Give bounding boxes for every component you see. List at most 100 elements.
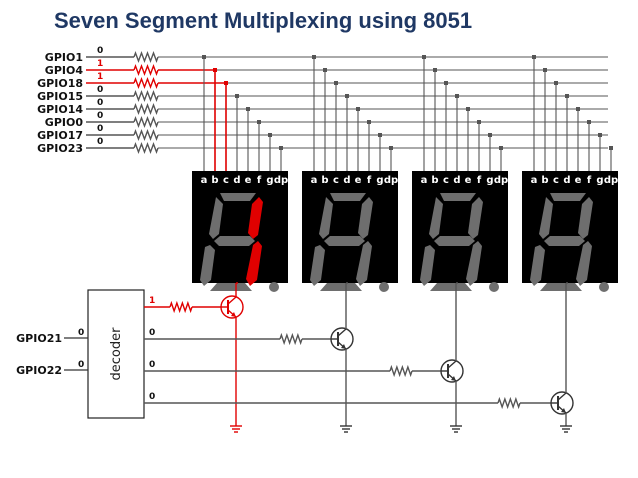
- segment-a: [440, 193, 476, 201]
- segment-pin-label: dp: [494, 175, 508, 186]
- bus-junction: [433, 68, 437, 72]
- segment-pin-label: a: [531, 175, 538, 186]
- driver-transistor: [330, 327, 354, 351]
- bus-junction: [609, 146, 613, 150]
- bus-junction: [576, 107, 580, 111]
- segment-f: [319, 197, 333, 239]
- base-resistor: [497, 396, 521, 410]
- bus-junction: [367, 120, 371, 124]
- base-resistor: [389, 364, 413, 378]
- gpio-bit-value: 0: [97, 85, 103, 95]
- segment-pin-label: b: [541, 175, 548, 186]
- segment-pin-label: d: [563, 175, 570, 186]
- segment-c: [246, 241, 262, 286]
- ground-symbol: [340, 425, 352, 433]
- gpio-label: GPIO1: [45, 51, 83, 64]
- decoder-label: decoder: [109, 327, 124, 381]
- page-title: Seven Segment Multiplexing using 8051: [54, 8, 473, 33]
- decoder-input-value: 0: [78, 360, 84, 370]
- segment-b: [468, 197, 483, 239]
- gpio-bit-value: 0: [97, 98, 103, 108]
- segment-pin-label: g: [376, 175, 383, 186]
- bus-junction: [389, 146, 393, 150]
- gpio-label: GPIO17: [37, 129, 83, 142]
- bus-junction: [543, 68, 547, 72]
- gpio-label: GPIO18: [37, 77, 83, 90]
- decoder-block: [87, 289, 145, 419]
- decoder-output-value: 0: [149, 328, 155, 338]
- ground-symbol: [450, 425, 462, 433]
- segment-e: [310, 245, 325, 286]
- bus-junction: [488, 133, 492, 137]
- bus-junction: [598, 133, 602, 137]
- segment-pin-label: g: [486, 175, 493, 186]
- driver-transistor: [220, 295, 244, 319]
- segment-pin-label: g: [266, 175, 273, 186]
- segment-pin-label: a: [311, 175, 318, 186]
- bus-junction: [235, 94, 239, 98]
- gpio-resistor: [133, 116, 159, 128]
- gpio-bit-value: 0: [97, 137, 103, 147]
- segment-pin-label: c: [443, 175, 449, 186]
- segment-pin-label: d: [233, 175, 240, 186]
- segment-b: [248, 197, 263, 239]
- bus-junction: [455, 94, 459, 98]
- bus-junction: [499, 146, 503, 150]
- bus-junction: [202, 55, 206, 59]
- bus-junction: [213, 68, 217, 72]
- segment-f: [209, 197, 223, 239]
- bus-junction: [532, 55, 536, 59]
- segment-pin-label: f: [587, 175, 592, 186]
- gpio-bit-value: 1: [97, 72, 103, 82]
- gpio-resistor: [133, 129, 159, 141]
- decoder-input-label: GPIO22: [16, 364, 62, 377]
- segment-c: [356, 241, 372, 286]
- segment-pin-label: f: [477, 175, 482, 186]
- segment-a: [550, 193, 586, 201]
- bus-junction: [477, 120, 481, 124]
- segment-pin-label: g: [596, 175, 603, 186]
- base-resistor: [169, 300, 193, 314]
- segment-b: [578, 197, 593, 239]
- bus-junction: [565, 94, 569, 98]
- segment-pin-label: d: [343, 175, 350, 186]
- segment-g: [434, 236, 475, 246]
- gpio-label: GPIO23: [37, 142, 83, 155]
- ground-symbol: [230, 425, 242, 433]
- segment-pin-label: dp: [384, 175, 398, 186]
- decoder-output-value: 0: [149, 392, 155, 402]
- digit-glyph: [200, 193, 279, 292]
- segment-pin-label: b: [321, 175, 328, 186]
- segment-g: [544, 236, 585, 246]
- gpio-bit-value: 0: [97, 124, 103, 134]
- bus-junction: [279, 146, 283, 150]
- gpio-resistor: [133, 64, 159, 76]
- segment-pin-label: d: [453, 175, 460, 186]
- gpio-resistor: [133, 90, 159, 102]
- segment-pin-label: dp: [274, 175, 288, 186]
- bus-junction: [356, 107, 360, 111]
- segment-d: [210, 283, 252, 291]
- segment-pin-label: e: [575, 175, 582, 186]
- segment-c: [466, 241, 482, 286]
- gpio-bit-value: 0: [97, 111, 103, 121]
- segment-d: [320, 283, 362, 291]
- segment-b: [358, 197, 373, 239]
- bus-junction: [312, 55, 316, 59]
- segment-pin-label: c: [223, 175, 229, 186]
- decimal-point: [269, 282, 279, 292]
- bus-junction: [466, 107, 470, 111]
- segment-e: [420, 245, 435, 286]
- segment-pin-label: dp: [604, 175, 618, 186]
- bus-junction: [246, 107, 250, 111]
- digit-glyph: [420, 193, 499, 292]
- segment-f: [429, 197, 443, 239]
- bus-junction: [224, 81, 228, 85]
- bus-junction: [378, 133, 382, 137]
- segment-c: [576, 241, 592, 286]
- segment-pin-label: c: [553, 175, 559, 186]
- decimal-point: [599, 282, 609, 292]
- segment-pin-label: a: [201, 175, 208, 186]
- segment-d: [540, 283, 582, 291]
- driver-transistor: [440, 359, 464, 383]
